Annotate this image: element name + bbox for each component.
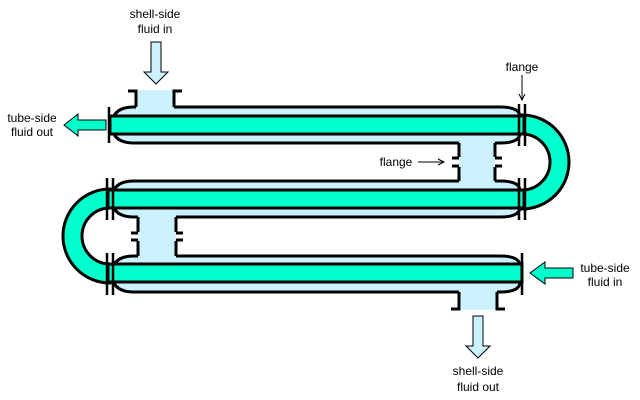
flange-right-2: [517, 178, 527, 220]
flange-middle-pointer: [418, 158, 446, 166]
shell-connector-right: [459, 141, 495, 183]
arrow-down-icon: [142, 41, 170, 85]
shell-outlet-nozzle: [459, 290, 497, 310]
tube-in-label-2: fluid in: [588, 275, 623, 289]
flange-left-1: [105, 178, 115, 220]
arrow-left-icon: [529, 261, 574, 285]
flange-right-1: [517, 104, 527, 146]
flange-top-label: flange: [506, 60, 539, 74]
shell-connector-left: [138, 215, 176, 258]
flange-middle-label: flange: [380, 155, 413, 169]
tube-u-bend-right: [520, 113, 571, 211]
tube-in-label-1: tube-side: [580, 261, 630, 275]
arrow-down-icon: [464, 315, 492, 359]
tube-out-label-2: fluid out: [11, 125, 54, 139]
tube-out-label-1: tube-side: [7, 111, 57, 125]
flange-left-2: [105, 253, 115, 295]
flange-middle-right: [495, 156, 502, 168]
arrow-left-icon: [63, 112, 107, 138]
shell-in-label-1: shell-side: [130, 7, 181, 21]
flange-top-pointer: [518, 75, 526, 102]
shell-inlet-nozzle: [136, 90, 174, 109]
shell-out-label-1: shell-side: [453, 364, 504, 378]
tube-u-bend-left: [61, 187, 112, 285]
shell-out-label-2: fluid out: [457, 380, 500, 394]
flange-middle-left: [452, 156, 459, 168]
shell-in-label-2: fluid in: [138, 22, 173, 36]
